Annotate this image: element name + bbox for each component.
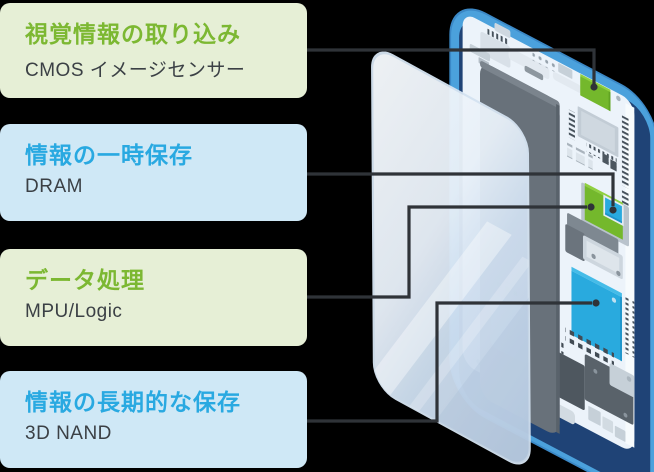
qfp-chip	[565, 106, 619, 168]
connector-line-cmos	[307, 48, 596, 84]
connector-line-mpu	[307, 205, 587, 299]
card-subtitle-nand: 3D NAND	[25, 423, 112, 445]
card-title-nand: 情報の長期的な保存	[25, 389, 241, 415]
connector-dot-nand	[592, 299, 600, 307]
screw	[626, 376, 632, 382]
connector-lines	[307, 48, 615, 423]
small-dark-chip	[602, 153, 609, 166]
connector-dot-mpu	[587, 203, 595, 211]
connector-dot-dram	[609, 206, 617, 214]
cmos-sensor-chip	[580, 73, 611, 112]
chip-grid	[567, 142, 593, 170]
card-title-cmos: 視覚情報の取り込み	[25, 21, 241, 47]
card-subtitle-dram: DRAM	[25, 176, 83, 198]
info-card-dram: 情報の一時保存 DRAM	[0, 124, 307, 221]
connector-line-dram	[307, 172, 615, 206]
connector-dots	[587, 83, 617, 307]
connector-dot-cmos	[590, 83, 598, 91]
info-card-mpu: データ処理 MPU/Logic	[0, 249, 307, 346]
connector-line-nand	[307, 301, 592, 423]
board-edge-margin	[625, 103, 635, 448]
shield-bracket	[565, 213, 623, 280]
info-card-cmos: 視覚情報の取り込み CMOS イメージセンサー	[0, 3, 307, 98]
card-subtitle-cmos: CMOS イメージセンサー	[25, 60, 246, 82]
screw	[616, 95, 621, 102]
card-title-mpu: データ処理	[25, 267, 145, 293]
card-subtitle-mpu: MPU/Logic	[25, 301, 123, 323]
card-title-dram: 情報の一時保存	[25, 142, 193, 168]
info-card-nand: 情報の長期的な保存 3D NAND	[0, 371, 307, 468]
small-dark-chip	[610, 159, 617, 172]
